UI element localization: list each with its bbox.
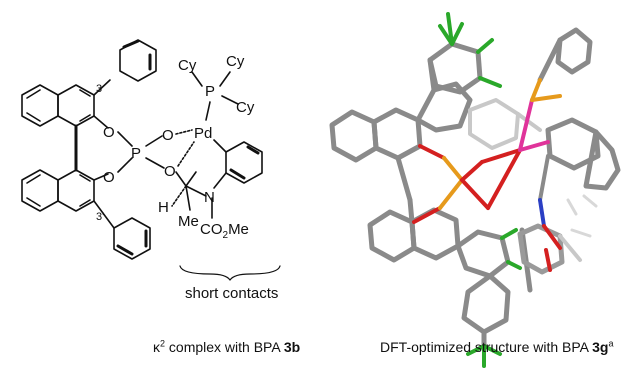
label-cy1: Cy — [178, 57, 197, 74]
caption-right: DFT-optimized structure with BPA 3ga — [380, 338, 614, 355]
aryl-ring — [225, 141, 263, 184]
right-stick-model — [329, 12, 621, 368]
lower-naphthalene — [21, 169, 95, 212]
label-cy2: Cy — [226, 53, 245, 70]
caption-left: κ2 complex with BPA 3b — [153, 338, 301, 355]
label-h: H — [158, 199, 169, 216]
label-o2: O — [103, 169, 115, 186]
label-co2me: CO2Me — [200, 221, 249, 241]
short-contacts-brace — [179, 265, 281, 281]
label-me: Me — [178, 213, 199, 230]
label-pd: Pd — [194, 125, 212, 142]
label-p: P — [131, 145, 141, 162]
label-phos: P — [205, 83, 215, 100]
lower-phenyl — [93, 200, 151, 260]
short-contacts-label: short contacts — [185, 285, 278, 302]
label-n: N — [204, 189, 215, 206]
upper-phenyl — [93, 39, 157, 96]
label-o1: O — [103, 124, 115, 141]
upper-naphthalene — [21, 84, 95, 127]
label-pos3prime: 3' — [96, 211, 104, 223]
label-o4: O — [164, 163, 176, 180]
left-chemical-structure — [21, 39, 281, 281]
left-atom-labels: 3 3' O O P O O Pd P Cy Cy Cy N H Me CO2M… — [96, 53, 278, 302]
label-pos3: 3 — [96, 83, 102, 95]
label-o3: O — [162, 127, 174, 144]
label-cy3: Cy — [236, 99, 255, 116]
